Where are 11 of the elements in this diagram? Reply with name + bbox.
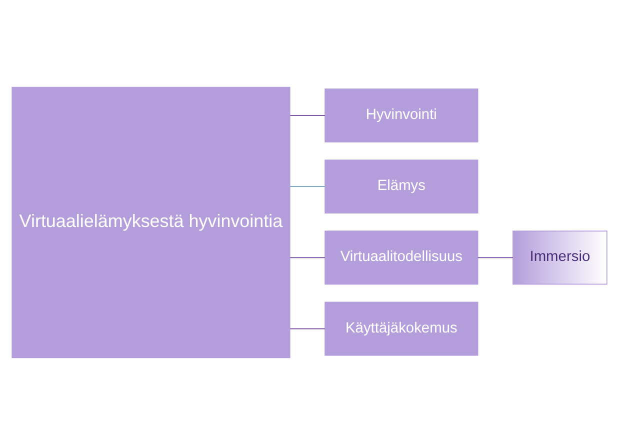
connector (290, 186, 326, 188)
node-box: Käyttäjäkokemus (324, 302, 478, 356)
connector (290, 328, 326, 330)
connector (290, 257, 326, 258)
node-box: Hyvinvointi (324, 88, 478, 142)
node-box: Elämys (324, 160, 478, 214)
node-box: Virtuaalielämyksestä hyvinvointia (12, 86, 290, 358)
node-box: Virtuaalitodellisuus (324, 230, 478, 285)
connector (290, 114, 326, 116)
node-box: Immersio (512, 230, 608, 285)
connector (477, 257, 514, 258)
